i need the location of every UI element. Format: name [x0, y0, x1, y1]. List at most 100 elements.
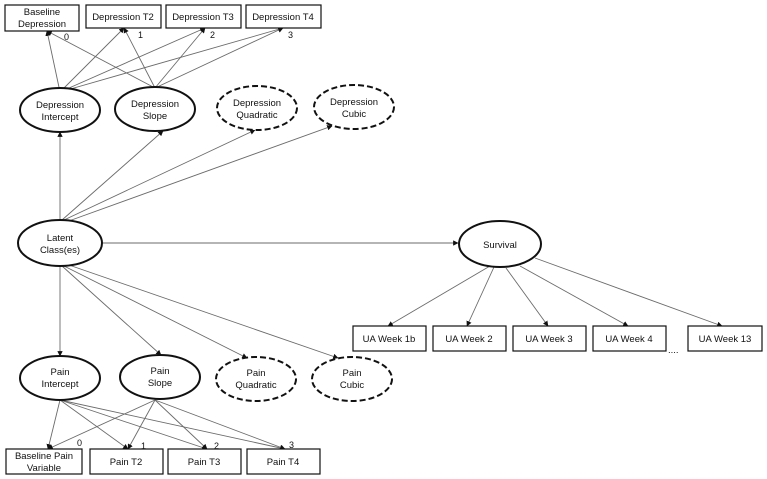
indicator-depression-t4: Depression T4	[245, 4, 322, 29]
edge-pain-int-baseline	[46, 399, 61, 450]
edge-pain-slope-baseline	[47, 399, 156, 450]
indicator-ua-week-13: UA Week 13	[687, 325, 763, 352]
loading-label: 0	[77, 438, 82, 448]
indicator-label-line2: Depression	[18, 19, 66, 30]
indicator-ua-week-3: UA Week 3	[512, 325, 587, 352]
node-label-line1: Depression	[131, 99, 179, 110]
node-label-line1: Latent	[47, 233, 74, 244]
pain-growth-factors: Pain Intercept Pain Slope Pain Quadratic…	[19, 354, 393, 402]
node-label-line2: Quadratic	[236, 110, 277, 121]
indicator-label: UA Week 1b	[363, 334, 416, 345]
node-label-line2: Intercept	[42, 112, 79, 123]
edge-pain-int-t3	[59, 399, 208, 451]
node-depression-quadratic: Depression Quadratic	[216, 85, 298, 131]
node-label-line2: Class(es)	[40, 245, 80, 256]
edge-lc-dep-cubic	[65, 125, 333, 223]
edge-pain-slope-t4	[154, 399, 286, 450]
node-label-line1: Depression	[330, 97, 378, 108]
node-label-line2: Slope	[148, 378, 172, 389]
indicator-ua-week-1b: UA Week 1b	[352, 325, 427, 352]
node-label-line2: Cubic	[342, 109, 367, 120]
loading-label: 3	[288, 30, 293, 40]
indicator-label: Pain T2	[110, 457, 143, 468]
node-label-line1: Pain	[50, 367, 69, 378]
node-label-line1: Pain	[246, 368, 265, 379]
indicator-label: UA Week 2	[445, 334, 492, 345]
edge-dep-int-t3	[59, 27, 206, 93]
indicator-label: Depression T4	[252, 12, 314, 23]
indicator-baseline-depression: Baseline Depression	[4, 4, 80, 32]
node-label: Survival	[483, 240, 517, 251]
indicator-label-line1: Baseline	[24, 7, 60, 18]
indicator-depression-t2: Depression T2	[85, 4, 162, 29]
node-depression-slope: Depression Slope	[114, 86, 196, 132]
ua-week-indicators: UA Week 1b UA Week 2 UA Week 3 UA Week 4…	[352, 325, 763, 356]
edge-dep-int-baseline	[45, 30, 61, 93]
edge-surv-ua3	[505, 267, 549, 327]
loading-label: 0	[64, 32, 69, 42]
node-survival: Survival	[458, 220, 542, 268]
indicator-label: UA Week 4	[605, 334, 652, 345]
node-pain-quadratic: Pain Quadratic	[215, 356, 297, 402]
ua-ellipsis: ....	[668, 345, 679, 356]
indicator-ua-week-2: UA Week 2	[432, 325, 507, 352]
node-label-line2: Intercept	[42, 379, 79, 390]
node-label-line1: Pain	[150, 366, 169, 377]
loading-label: 1	[141, 441, 146, 451]
loading-label: 3	[289, 440, 294, 450]
indicator-baseline-pain-variable: Baseline Pain Variable	[5, 448, 83, 475]
edge-surv-ua2	[466, 266, 495, 327]
node-label-line1: Depression	[233, 98, 281, 109]
edge-pain-int-t2	[59, 399, 129, 450]
edge-dep-slope-t4	[154, 27, 284, 89]
node-depression-cubic: Depression Cubic	[313, 84, 395, 130]
edge-surv-ua13	[534, 257, 723, 327]
edge-lc-dep-quad	[63, 129, 256, 221]
indicator-ua-week-4: UA Week 4	[592, 325, 667, 352]
indicator-label-line1: Baseline Pain	[15, 451, 73, 462]
edge-surv-ua1	[387, 265, 491, 327]
node-depression-intercept: Depression Intercept	[19, 87, 101, 133]
edge-pain-slope-t3	[154, 399, 208, 450]
edges	[45, 26, 723, 451]
edge-lc-pain-slope	[61, 265, 162, 356]
edge-lc-dep-slope	[61, 130, 164, 221]
loading-label: 2	[214, 441, 219, 451]
depression-growth-factors: Depression Intercept Depression Slope De…	[19, 84, 395, 133]
indicator-label: Pain T4	[267, 457, 300, 468]
indicator-pain-t4: Pain T4	[246, 448, 321, 475]
indicator-label-line2: Variable	[27, 463, 61, 474]
indicator-label: Pain T3	[188, 457, 221, 468]
edge-lc-pain-quad	[63, 265, 248, 359]
node-pain-slope: Pain Slope	[119, 354, 201, 400]
node-label-line1: Depression	[36, 100, 84, 111]
depression-indicators: Baseline Depression Depression T2 Depres…	[4, 4, 322, 42]
edge-pain-int-t4	[59, 399, 286, 451]
edge-surv-ua4	[519, 265, 629, 327]
edge-pain-slope-t2	[127, 399, 156, 450]
edge-dep-int-t2	[59, 27, 125, 93]
indicator-label: Depression T3	[172, 12, 234, 23]
edge-dep-slope-t3	[154, 27, 206, 89]
edge-dep-int-t4	[59, 26, 284, 93]
pain-indicators: Baseline Pain Variable Pain T2 Pain T3 P…	[5, 438, 321, 475]
loading-label: 2	[210, 30, 215, 40]
node-label-line2: Quadratic	[235, 380, 276, 391]
indicator-label: Depression T2	[92, 12, 154, 23]
node-label-line2: Slope	[143, 111, 167, 122]
indicator-label: UA Week 13	[699, 334, 752, 345]
node-pain-intercept: Pain Intercept	[19, 355, 101, 401]
edge-lc-pain-cubic	[65, 263, 339, 359]
indicator-depression-t3: Depression T3	[165, 4, 242, 29]
node-label-line1: Pain	[342, 368, 361, 379]
indicator-pain-t2: Pain T2	[89, 448, 164, 475]
edge-dep-slope-t2	[123, 27, 156, 89]
indicator-label: UA Week 3	[525, 334, 572, 345]
node-latent-class: Latent Class(es)	[17, 219, 103, 267]
loading-label: 1	[138, 30, 143, 40]
edge-dep-slope-baseline	[46, 30, 156, 89]
node-label-line2: Cubic	[340, 380, 365, 391]
node-pain-cubic: Pain Cubic	[311, 356, 393, 402]
indicator-pain-t3: Pain T3	[167, 448, 242, 475]
